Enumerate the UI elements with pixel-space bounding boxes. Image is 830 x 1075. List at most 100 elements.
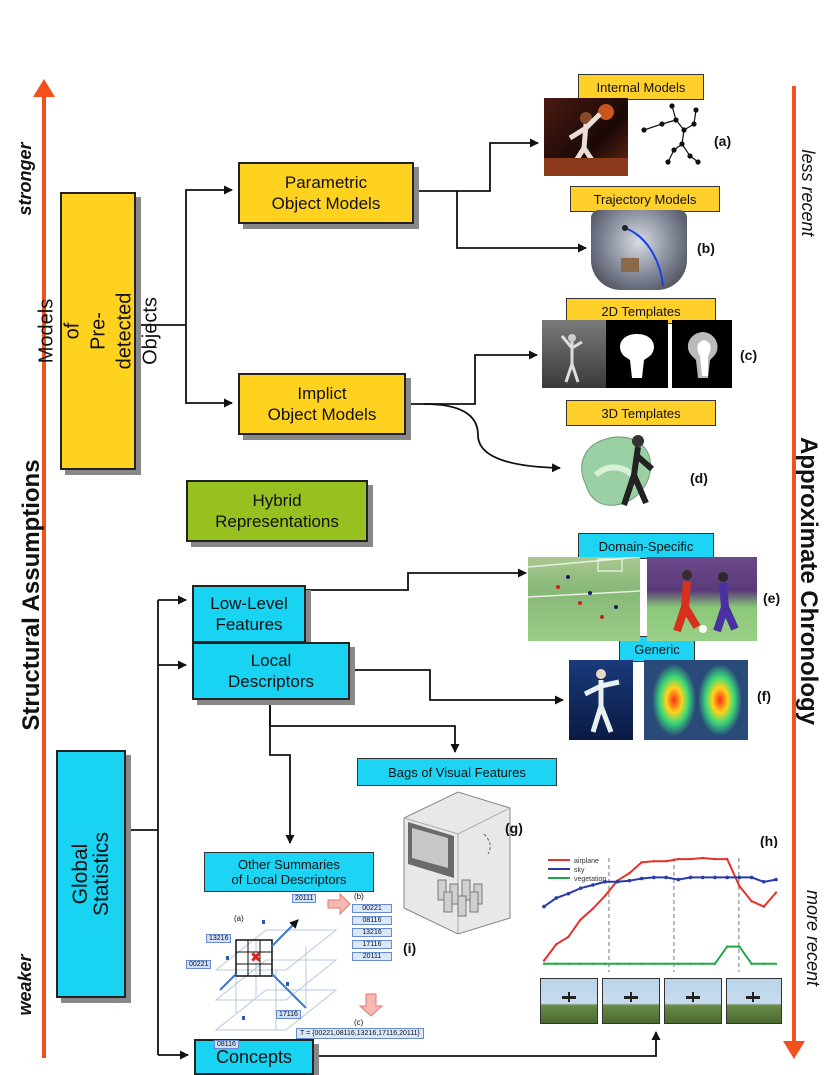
chart-lines	[542, 856, 778, 972]
data-point-sky	[700, 875, 705, 880]
2d-templates-tag: 2D Templates	[566, 298, 716, 324]
global-statistics-label: Global Statistics	[69, 831, 114, 917]
code-item: 17116	[352, 940, 392, 949]
implicit-object-models-box: Implict Object Models	[238, 373, 406, 435]
legend-label-airplane: airplane	[574, 858, 599, 865]
data-point-airplane	[652, 860, 656, 863]
data-point-airplane	[762, 905, 765, 908]
data-point-vegetation	[542, 962, 546, 966]
basketball-player-figure	[544, 104, 628, 176]
data-point-sky	[554, 896, 559, 900]
summary-formula: T = {00221,08116,13216,17116,20111}	[296, 1028, 424, 1039]
series-line-airplane	[543, 856, 777, 962]
series-line-vegetation	[544, 945, 776, 965]
data-point-airplane	[738, 884, 741, 888]
data-point-airplane	[750, 900, 753, 903]
data-point-vegetation	[738, 945, 741, 948]
template-figure	[560, 334, 583, 383]
data-point-sky	[737, 875, 742, 880]
motion-history-shape	[687, 332, 718, 378]
legend-label-sky: sky	[574, 867, 585, 874]
data-point-vegetation	[628, 962, 631, 966]
data-point-sky	[615, 879, 620, 884]
code-label-13216: 13216	[206, 934, 232, 943]
models-predetected-label: Models of Pre-detected Objects	[35, 292, 161, 370]
summaries-sub-b: (b)	[354, 892, 364, 901]
right-axis-top-label: less recent	[798, 149, 818, 237]
data-point-vegetation	[640, 962, 643, 966]
summaries-sub-c: (c)	[354, 1018, 364, 1027]
label-e: (e)	[763, 590, 781, 606]
left-axis-title: Structural Assumptions	[18, 459, 45, 731]
template-silhouette	[606, 320, 668, 388]
data-point-vegetation	[689, 962, 692, 966]
parametric-object-models-box: Parametric Object Models	[238, 162, 414, 224]
right-axis-bottom-label: more recent	[803, 889, 823, 987]
data-point-airplane	[689, 857, 692, 861]
video-frames	[540, 978, 782, 1024]
label-g: (g)	[505, 820, 523, 836]
chart-legend: airplane sky vegetation	[548, 858, 606, 883]
data-point-airplane	[701, 856, 704, 860]
left-axis-bottom-label: weaker	[15, 954, 35, 1016]
label-d: (d)	[690, 470, 708, 486]
summaries-illustration: ✖ (a) (b) (c) 20111 13216 00221 17116 08…	[186, 890, 424, 1050]
data-point-vegetation	[555, 962, 558, 966]
right-axis-title: Approximate Chronology	[795, 436, 822, 725]
data-point-vegetation	[616, 962, 619, 966]
summaries-grid: ✖	[214, 919, 338, 1031]
data-point-vegetation	[701, 962, 704, 966]
data-point-vegetation	[713, 962, 717, 966]
data-point-vegetation	[603, 962, 607, 966]
data-point-vegetation	[774, 962, 778, 966]
template-photo	[542, 320, 606, 388]
data-point-sky	[566, 891, 571, 896]
code-label-00221: 00221	[186, 960, 212, 969]
data-point-vegetation	[762, 962, 765, 966]
svg-text:✖: ✖	[250, 949, 262, 965]
data-point-airplane	[591, 907, 595, 910]
data-point-airplane	[664, 860, 668, 863]
label-h: (h)	[760, 833, 778, 849]
models-predetected-box: Models of Pre-detected Objects	[35, 192, 161, 470]
3d-template-figure	[581, 435, 654, 506]
trajectory-models-tag: Trajectory Models	[570, 186, 720, 212]
data-point-airplane	[774, 891, 778, 894]
concept-detection-chart: airplane sky vegetation	[540, 848, 780, 972]
data-point-vegetation	[677, 962, 680, 966]
code-label-08116: 08116	[214, 1040, 239, 1049]
bags-of-visual-features-tag: Bags of Visual Features	[357, 758, 557, 786]
data-point-airplane	[725, 857, 729, 861]
data-point-vegetation	[591, 962, 595, 966]
data-point-sky	[761, 879, 766, 884]
hybrid-representations-box: Hybrid Representations	[186, 480, 368, 542]
data-point-sky	[542, 904, 546, 909]
data-point-airplane	[713, 857, 717, 861]
data-point-airplane	[603, 894, 607, 897]
soccer-players	[528, 557, 640, 619]
airplane-marks	[562, 992, 760, 1002]
soccer-closeup-players	[673, 570, 739, 633]
data-point-sky	[676, 877, 681, 882]
data-point-airplane	[628, 871, 631, 875]
label-f: (f)	[757, 688, 771, 704]
legend-label-vegetation: vegetation	[574, 876, 606, 883]
dancer-figure	[583, 669, 620, 733]
data-point-sky	[664, 875, 668, 880]
skeleton-model	[641, 103, 701, 165]
soccer-field-photo	[528, 557, 640, 641]
internal-models-tag: Internal Models	[578, 74, 704, 100]
data-point-sky	[774, 877, 778, 882]
label-c: (c)	[740, 347, 758, 363]
data-point-sky	[652, 875, 656, 880]
data-point-sky	[713, 875, 717, 880]
data-point-airplane	[640, 861, 643, 864]
data-point-vegetation	[725, 945, 729, 948]
heatmap-blobs	[652, 664, 742, 736]
code-item: 08116	[352, 916, 392, 925]
soccer-closeup-photo	[647, 557, 757, 641]
summaries-sub-a: (a)	[234, 914, 244, 923]
label-b: (b)	[697, 240, 715, 256]
trajectory-photo	[591, 210, 687, 290]
code-column: 00221 08116 13216 17116 20111	[352, 904, 392, 964]
